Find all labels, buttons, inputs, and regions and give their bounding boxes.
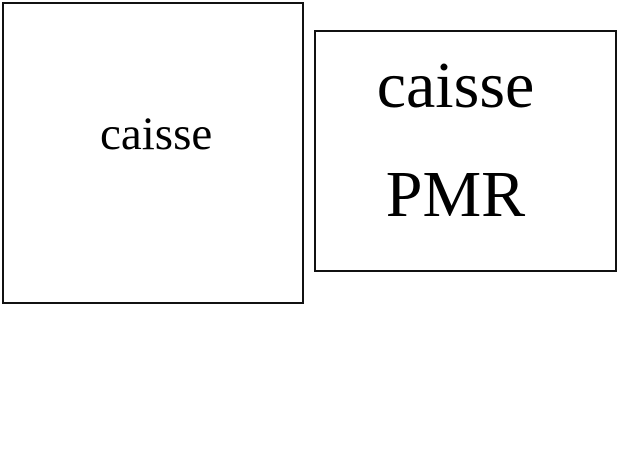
accessible-checkout-label-line2: PMR	[385, 158, 526, 231]
checkout-label: caisse	[100, 108, 213, 160]
accessible-checkout-label-line1: caisse	[376, 49, 535, 122]
checkout-box: caisse	[2, 2, 304, 304]
accessible-checkout-box: caisse PMR	[314, 30, 617, 272]
